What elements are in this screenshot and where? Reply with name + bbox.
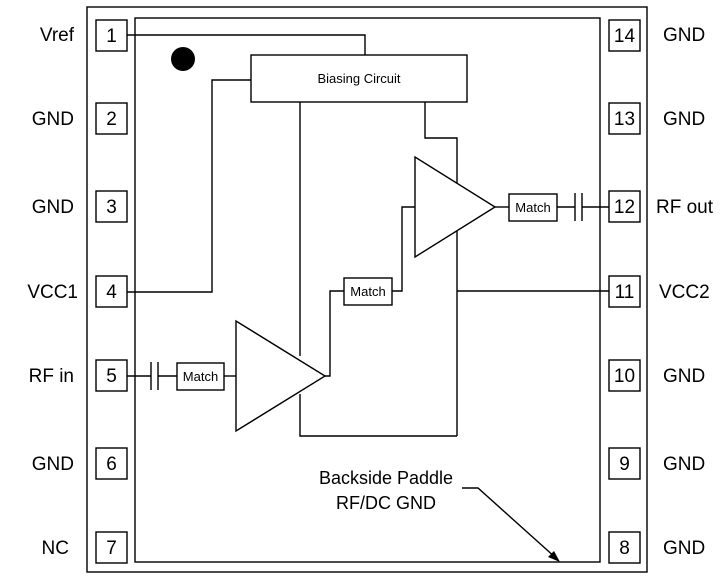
pin-6-box bbox=[95, 447, 128, 480]
paddle-note-line1: Backside Paddle bbox=[319, 468, 453, 488]
pin-13-box bbox=[608, 102, 641, 135]
wire-interstage-amp2 bbox=[392, 206, 415, 292]
interstage-match-label: Match bbox=[350, 284, 385, 299]
pin-11-box bbox=[608, 275, 641, 308]
pin-12-name: RF out bbox=[656, 197, 714, 218]
paddle-note-line2: RF/DC GND bbox=[336, 493, 436, 513]
pin-1-name: Vref bbox=[40, 25, 75, 46]
pin-2-number: 2 bbox=[106, 109, 117, 130]
pin-4-name: VCC1 bbox=[27, 282, 78, 303]
pin1-indicator-dot bbox=[171, 47, 195, 71]
paddle-arrow-line bbox=[462, 487, 557, 559]
pin-5-number: 5 bbox=[106, 366, 117, 387]
pin-8-name: GND bbox=[663, 538, 705, 559]
pin-9-name: GND bbox=[663, 454, 705, 475]
pin-4-box bbox=[95, 275, 128, 308]
pin-13-number: 13 bbox=[614, 109, 635, 130]
wire-vref bbox=[127, 34, 366, 55]
biasing-circuit-block bbox=[250, 54, 468, 103]
biasing-circuit-label: Biasing Circuit bbox=[317, 71, 400, 86]
pin-1-number: 1 bbox=[106, 26, 117, 47]
pin-10-name: GND bbox=[663, 366, 705, 387]
die-outline bbox=[134, 17, 601, 563]
pin-3-name: GND bbox=[32, 197, 74, 218]
pin-3-box bbox=[95, 190, 128, 223]
amplifier-stage1-triangle bbox=[235, 319, 327, 433]
wire-vcc1 bbox=[127, 79, 251, 293]
pin-6-name: GND bbox=[32, 454, 74, 475]
pin-14-box bbox=[608, 19, 641, 52]
pin-8-number: 8 bbox=[619, 538, 630, 559]
pin-14-name: GND bbox=[663, 25, 705, 46]
pin-9-box bbox=[608, 447, 641, 480]
paddle-arrow-head bbox=[548, 551, 560, 562]
pin-7-number: 7 bbox=[106, 538, 117, 559]
pin-5-box bbox=[95, 359, 128, 392]
output-match-label: Match bbox=[515, 200, 550, 215]
pin-4-number: 4 bbox=[106, 282, 117, 303]
pin-7-box bbox=[95, 531, 128, 564]
pin-11-number: 11 bbox=[615, 282, 635, 303]
interstage-match-block bbox=[343, 277, 393, 306]
package-outline bbox=[86, 6, 648, 573]
pin-5-name: RF in bbox=[29, 366, 74, 387]
pin-9-number: 9 bbox=[619, 454, 630, 475]
pin-2-name: GND bbox=[32, 109, 74, 130]
pin-2-box bbox=[95, 102, 128, 135]
pin-8-box bbox=[608, 531, 641, 564]
pin-11-name: VCC2 bbox=[659, 282, 710, 303]
pin-7-name: NC bbox=[42, 538, 69, 559]
amplifier-stage2-triangle bbox=[414, 155, 497, 259]
pin-10-box bbox=[608, 359, 641, 392]
pin-3-number: 3 bbox=[106, 197, 117, 218]
pin-10-number: 10 bbox=[614, 366, 635, 387]
pin-13-name: GND bbox=[663, 109, 705, 130]
wire-amp1-interstage bbox=[325, 290, 344, 377]
pin-6-number: 6 bbox=[106, 454, 117, 475]
wire-stage1-supply bbox=[299, 394, 457, 437]
pin-14-number: 14 bbox=[614, 26, 636, 47]
input-match-label: Match bbox=[183, 369, 218, 384]
pin-12-number: 12 bbox=[614, 197, 635, 218]
